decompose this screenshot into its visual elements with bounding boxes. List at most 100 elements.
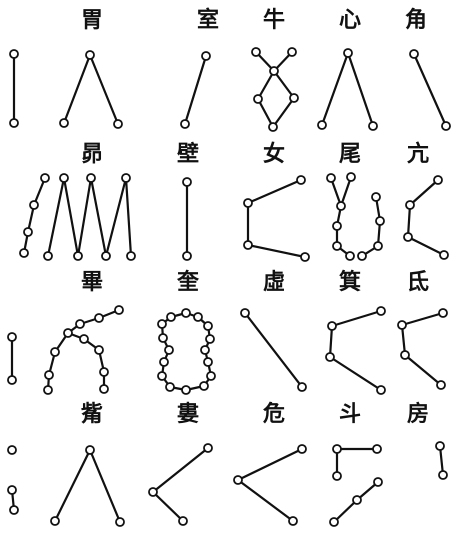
- mansion-label-nv: 女: [254, 142, 294, 166]
- mansion-niu: [252, 48, 298, 131]
- mansion-wei-danger-link-1: [238, 480, 293, 521]
- mansion-kui-star-6: [206, 335, 214, 343]
- mansion-nv-star-1: [244, 199, 252, 207]
- mansion-left-partial-1-star-1: [10, 119, 18, 127]
- mansion-mao-link-3: [48, 178, 64, 256]
- mansion-lou-star-0: [204, 444, 212, 452]
- mansion-wei-danger-link-0: [238, 449, 302, 480]
- mansion-bi-net: [44, 306, 123, 394]
- mansion-mao-star-1: [60, 174, 68, 182]
- mansion-label-dou: 斗: [330, 402, 370, 426]
- mansion-mao-star-3: [122, 174, 130, 182]
- mansion-xu-star-0: [241, 309, 249, 317]
- mansion-zi: [51, 446, 124, 526]
- mansion-lou: [149, 444, 212, 525]
- mansion-di-star-1: [398, 321, 406, 329]
- mansion-mao-star-10: [127, 252, 135, 260]
- mansion-label-zi: 觜: [72, 402, 112, 426]
- mansion-left-partial-3: [8, 333, 16, 384]
- mansion-wei-link-1: [90, 55, 118, 124]
- mansion-wei-tail-star-9: [358, 252, 366, 260]
- mansion-bi-net-star-6: [95, 346, 103, 354]
- mansion-ji-link-0: [332, 311, 381, 326]
- mansion-jiao-star-0: [410, 50, 418, 58]
- mansion-lou-star-1: [149, 488, 157, 496]
- mansion-ji-star-0: [377, 307, 385, 315]
- mansion-niu-star-5: [269, 123, 277, 131]
- mansion-niu-star-1: [288, 48, 296, 56]
- mansion-wei-star-2: [114, 120, 122, 128]
- mansion-wei-danger: [234, 445, 306, 525]
- mansion-wei-danger-star-0: [298, 445, 306, 453]
- mansion-label-wei: 胃: [72, 8, 112, 32]
- mansion-kui-star-7: [165, 346, 173, 354]
- mansion-nv-link-2: [248, 245, 305, 257]
- mansion-zi-star-1: [51, 517, 59, 525]
- mansion-xin-link-0: [322, 53, 348, 125]
- mansion-shi-star-1: [181, 120, 189, 128]
- mansion-left-partial-3-star-1: [8, 376, 16, 384]
- mansion-bi-net-star-5: [51, 348, 59, 356]
- mansion-nv-star-3: [301, 253, 309, 261]
- mansion-wei-tail-star-7: [374, 242, 382, 250]
- mansion-kui-star-10: [204, 358, 212, 366]
- mansion-shi: [181, 52, 210, 128]
- mansion-mao-link-6: [91, 178, 106, 256]
- mansion-wei-star-1: [60, 119, 68, 127]
- mansion-mao-star-0: [41, 174, 49, 182]
- mansion-ji-star-2: [326, 353, 334, 361]
- mansion-wei-tail-star-3: [372, 193, 380, 201]
- mansion-lou-star-2: [179, 517, 187, 525]
- mansion-kui-star-8: [201, 346, 209, 354]
- mansion-kang-star-1: [406, 201, 414, 209]
- mansion-kui: [158, 309, 215, 394]
- mansion-mao-star-4: [30, 201, 38, 209]
- mansion-kui-star-11: [158, 372, 166, 380]
- mansion-zi-link-1: [90, 450, 120, 522]
- mansion-mao-link-4: [64, 178, 78, 256]
- mansion-mao-link-5: [78, 178, 91, 256]
- mansion-jiao-link-0: [414, 54, 446, 126]
- mansion-nv-star-0: [297, 176, 305, 184]
- mansion-label-wei-tail: 尾: [330, 142, 370, 166]
- mansion-dou-star-3: [374, 478, 382, 486]
- mansion-kang-link-0: [410, 180, 438, 205]
- mansion-mao-link-7: [106, 178, 126, 256]
- mansion-ji-star-1: [328, 322, 336, 330]
- mansion-kui-star-14: [200, 382, 208, 390]
- mansion-mao-star-9: [102, 252, 110, 260]
- mansion-label-bi: 壁: [168, 142, 208, 166]
- mansion-kui-star-15: [182, 386, 190, 394]
- mansion-dou-star-5: [330, 518, 338, 526]
- mansion-bi-net-star-1: [95, 314, 103, 322]
- mansion-mao-star-5: [24, 228, 32, 236]
- mansion-kang-link-2: [408, 237, 444, 255]
- mansion-kui-star-5: [159, 334, 167, 342]
- mansion-kui-star-13: [166, 383, 174, 391]
- mansion-bi-net-star-3: [64, 329, 72, 337]
- mansion-wei-link-0: [64, 55, 90, 123]
- mansion-left-partial-3-star-0: [8, 333, 16, 341]
- mansion-label-ji: 箕: [330, 270, 370, 294]
- mansion-ji-link-2: [330, 357, 381, 390]
- mansion-xin-star-2: [369, 122, 377, 130]
- mansion-xin-link-1: [348, 53, 373, 126]
- mansion-bi-net-star-8: [100, 368, 108, 376]
- mansion-label-jiao: 角: [396, 8, 436, 32]
- mansion-left-partial-4-star-1: [8, 486, 16, 494]
- mansion-di-link-0: [402, 313, 443, 325]
- mansion-di: [398, 309, 447, 389]
- mansion-kui-star-4: [204, 322, 212, 330]
- mansion-kang-star-0: [434, 176, 442, 184]
- mansion-di-star-0: [439, 309, 447, 317]
- mansion-zi-link-0: [55, 450, 90, 521]
- mansion-bi-net-star-4: [80, 335, 88, 343]
- mansion-wei: [60, 51, 122, 128]
- mansion-shi-star-0: [202, 52, 210, 60]
- mansion-bi-net-star-10: [100, 385, 108, 393]
- mansion-wei-tail: [327, 173, 384, 260]
- mansion-wei-tail-star-8: [346, 252, 354, 260]
- mansion-nv: [244, 176, 309, 261]
